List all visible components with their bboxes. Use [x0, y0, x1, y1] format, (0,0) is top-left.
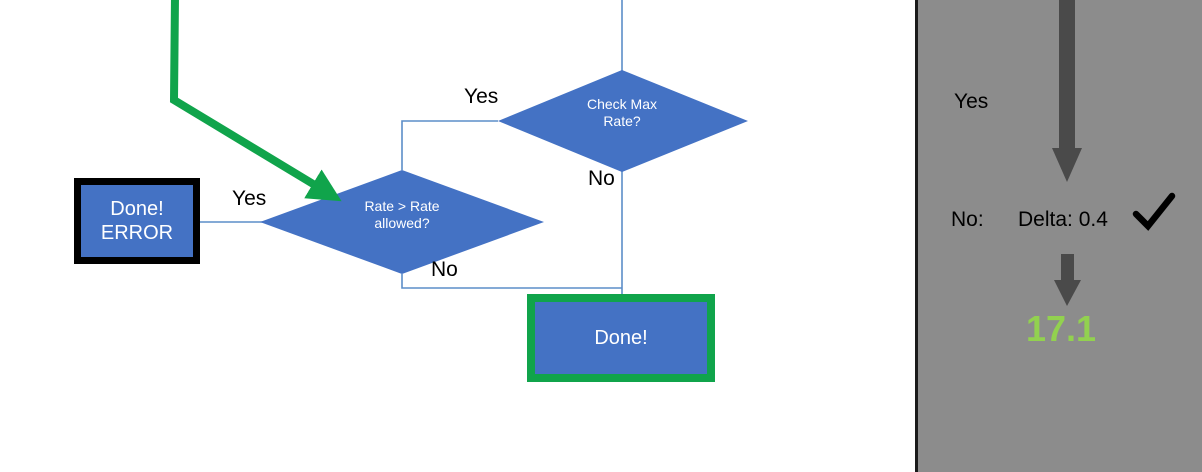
diamond-check-max-rate[interactable]: [498, 70, 748, 172]
edge-label-yes-from-checkmax: Yes: [464, 85, 499, 108]
arrow-down-long: [1052, 0, 1082, 182]
node-done-label: Done!: [594, 326, 648, 349]
node-done[interactable]: Done!: [527, 294, 715, 382]
flowchart-canvas: Rate > Rate allowed? Check Max Rate? Don…: [74, 0, 748, 382]
connector-rate-yes-to-checkmax: [401, 120, 498, 170]
edge-label-yes-to-error: Yes: [232, 187, 267, 210]
diamond-rate-gt-rate-allowed[interactable]: [260, 170, 544, 274]
edge-label-no-from-rate: No: [431, 258, 458, 281]
edge-label-no-from-checkmax: No: [588, 167, 615, 190]
side-panel: Yes No: Delta: 0.4 17.1: [915, 0, 1202, 472]
side-panel-arrows: [1052, 0, 1082, 306]
flowchart-connectors: [169, 0, 748, 296]
node-done-error[interactable]: Done! ERROR: [74, 178, 200, 264]
green-highlight-path: [169, 0, 342, 202]
side-panel-result-value: 17.1: [1026, 308, 1097, 349]
side-panel-yes-label: Yes: [954, 90, 989, 113]
side-panel-delta-value: Delta: 0.4: [1018, 208, 1108, 231]
side-panel-no-label: No:: [951, 208, 984, 231]
checkmark-icon: [1132, 192, 1176, 231]
connector-rate-no: [401, 274, 622, 289]
node-done-error-label: Done! ERROR: [100, 197, 174, 244]
arrow-down-short: [1054, 254, 1081, 306]
